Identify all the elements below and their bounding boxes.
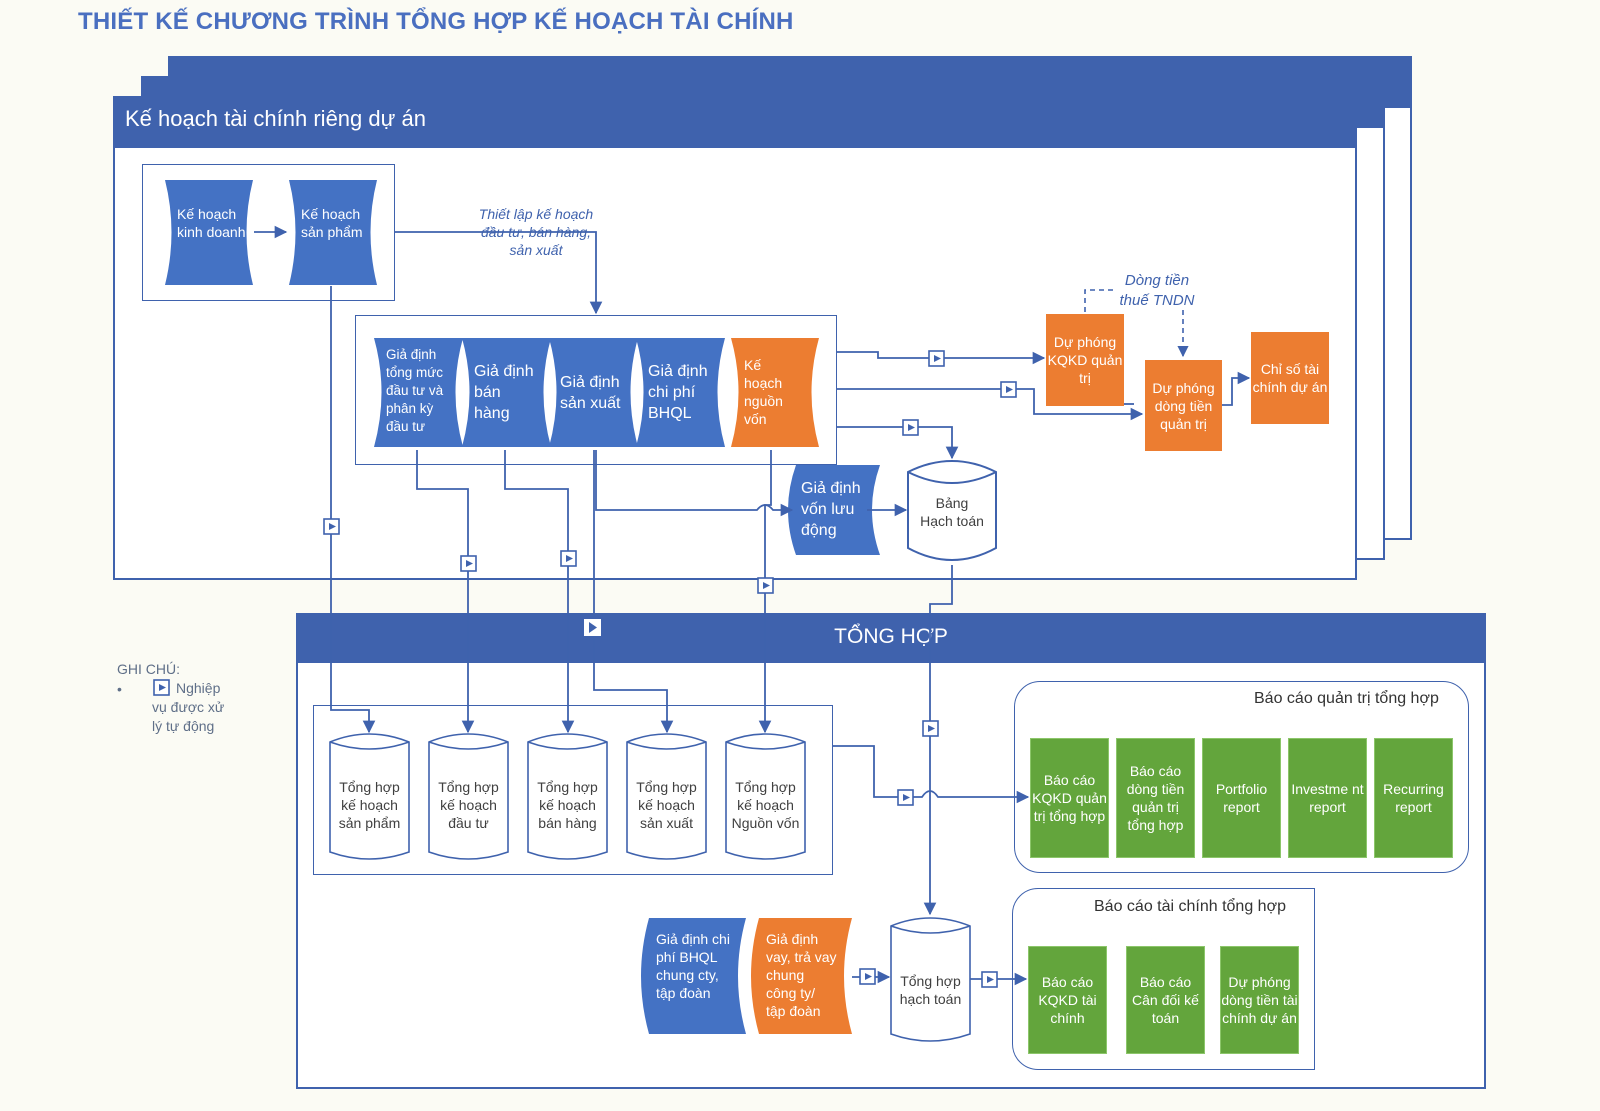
auto-marker-icon (582, 617, 603, 638)
project-panel-header: Kế hoạch tài chính riêng dự án (113, 96, 1357, 148)
mgmt-report-pl: Báo cáo KQKD quản trị tổng hợp (1030, 738, 1109, 858)
plan-product-shape (289, 180, 377, 285)
accounting-total-shape (890, 917, 971, 1042)
tax-cashflow-note: Dòng tiền thuế TNDN (1119, 272, 1195, 309)
auto-marker-icon (460, 555, 477, 572)
forecast-cashflow: Dự phóng dòng tiền quản trị (1145, 360, 1222, 451)
auto-marker-icon (902, 419, 919, 436)
working-capital-shape (788, 465, 880, 555)
assumption-investment-shape (374, 338, 463, 447)
assumption-investment: Giả định tổng mức đầu tư và phân kỳ đầu … (386, 347, 444, 434)
plan-business-shape (165, 180, 253, 285)
legend-title: GHI CHÚ: (117, 661, 180, 677)
cylinder-sales-shape (527, 733, 608, 860)
auto-marker-icon (859, 968, 876, 985)
legend-bullet: • (117, 681, 122, 697)
fin-report-cashflow: Dự phóng dòng tiền tài chính dự án (1220, 946, 1299, 1054)
legend-text: Nghiệp vụ được xử lý tự động (152, 680, 225, 734)
group-loan-shape (751, 918, 852, 1034)
accounting-total-label: Tổng hợp hạch toán (899, 973, 962, 1007)
fin-report-pl: Báo cáo KQKD tài chính (1028, 946, 1107, 1054)
mgmt-reports-title: Báo cáo quản trị tổng hợp (1254, 690, 1439, 707)
auto-marker-icon (897, 789, 914, 806)
cylinder-production-shape (626, 733, 707, 860)
cylinder-capital-shape (725, 733, 806, 860)
ledger-shape (907, 460, 997, 561)
project-kpi: Chỉ số tài chính dự án (1251, 332, 1329, 424)
assumption-cost: Giả định chi phí BHQL (648, 363, 708, 422)
summary-panel-header: TỔNG HỢP (296, 613, 1486, 663)
working-capital: Giả định vốn lưu động (801, 480, 861, 539)
assumption-production: Giả định sản xuất (560, 374, 621, 412)
group-cost: Giả định chi phí BHQL chung cty, tập đoà… (656, 931, 730, 1001)
forecast-pl: Dự phóng KQKD quản trị (1046, 314, 1124, 406)
assumption-sales: Giả định bán hàng (474, 363, 534, 422)
cylinder-product-label: Tổng hợp kế hoạch sản phẩm (338, 779, 401, 831)
mgmt-report-investment: Investme nt report (1288, 738, 1367, 858)
auto-marker-icon (981, 971, 998, 988)
cylinder-capital-label: Tổng hợp kế hoạch Nguồn vốn (731, 779, 800, 831)
cylinder-sales-label: Tổng hợp kế hoạch bán hàng (537, 779, 598, 831)
cylinder-investment-label: Tổng hợp kế hoạch đầu tư (438, 779, 499, 831)
auto-marker-icon (928, 350, 945, 367)
setup-note: Thiết lập kế hoạch đầu tư, bán hàng, sản… (478, 206, 594, 258)
page-title: THIẾT KẾ CHƯƠNG TRÌNH TỔNG HỢP KẾ HOẠCH … (78, 8, 794, 35)
auto-marker-icon (1000, 381, 1017, 398)
summary-panel-title: TỔNG HỢP (834, 625, 948, 648)
group-loan: Giả định vay, trả vay chung công ty/ tập… (766, 931, 837, 1019)
assumption-production-shape (549, 338, 638, 447)
plan-product: Kế hoạch sản phẩm (301, 206, 363, 240)
mgmt-report-recurring: Recurring report (1374, 738, 1453, 858)
auto-marker-icon (757, 577, 774, 594)
cylinder-investment-shape (428, 733, 509, 860)
auto-markers (153, 350, 1017, 988)
assumption-sales-shape (462, 338, 551, 447)
auto-marker-icon (922, 720, 939, 737)
cylinder-product-shape (329, 733, 410, 860)
legend-marker-icon (153, 679, 170, 696)
fin-reports-title: Báo cáo tài chính tổng hợp (1094, 898, 1286, 915)
mgmt-report-portfolio: Portfolio report (1202, 738, 1281, 858)
group-cost-shape (641, 918, 746, 1034)
project-panel-title: Kế hoạch tài chính riêng dự án (125, 106, 426, 131)
assumption-cost-shape (636, 338, 725, 447)
auto-marker-icon (323, 518, 340, 535)
cylinder-production-label: Tổng hợp kế hoạch sản xuất (636, 779, 697, 831)
auto-marker-icon (560, 550, 577, 567)
plan-business: Kế hoạch kinh doanh (177, 206, 246, 240)
fin-report-balance: Báo cáo Cân đối kế toán (1126, 946, 1205, 1054)
capital-plan-shape (731, 338, 819, 447)
mgmt-report-cashflow: Báo cáo dòng tiền quản trị tổng hợp (1116, 738, 1195, 858)
capital-plan: Kế hoạch nguồn vốn (744, 357, 783, 427)
ledger-label: Bảng Hạch toán (920, 495, 984, 529)
